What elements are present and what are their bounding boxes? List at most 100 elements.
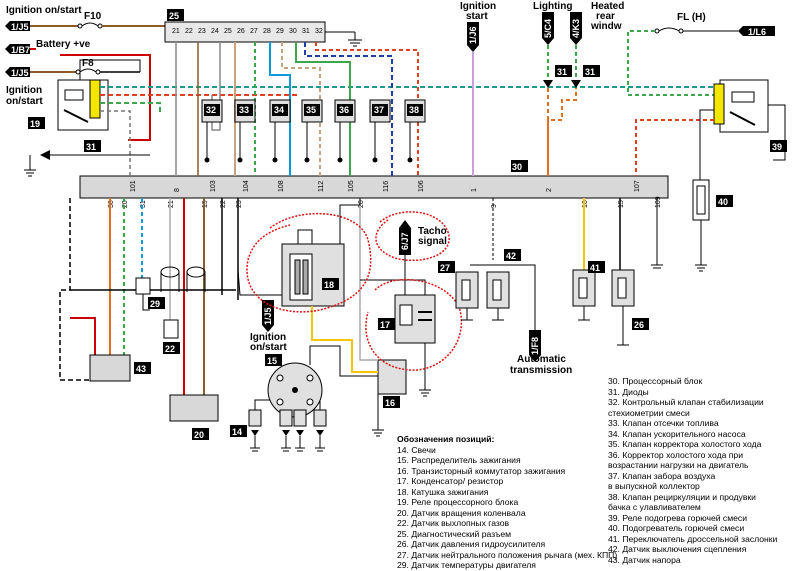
- lighting-label: Lighting: [533, 1, 572, 12]
- component-number: 30: [512, 162, 522, 172]
- component-number: 34: [274, 105, 284, 115]
- legend-item: бачка с улавливателем: [608, 502, 701, 512]
- ecu-pin-label: 21: [168, 200, 175, 208]
- component-badge: [407, 104, 423, 116]
- component-number: 37: [374, 105, 384, 115]
- automatic-label: transmission: [510, 365, 572, 376]
- pin-label: 32: [315, 28, 323, 35]
- component-number: 31: [86, 142, 96, 152]
- ecu-pin-label: 112: [318, 181, 325, 192]
- relay-connector: [89, 79, 101, 119]
- connector-arrow: [5, 67, 30, 77]
- component-number: 41: [590, 263, 600, 273]
- wire: [100, 110, 131, 176]
- fuse-terminal: [97, 23, 103, 29]
- component-badge: [237, 104, 253, 116]
- ecu-pin-label: 106: [418, 180, 425, 192]
- connector-label: 1/J5: [11, 22, 29, 32]
- legend-item: 33. Клапан отсечки топлива: [608, 418, 719, 428]
- component-number: 43: [136, 364, 146, 374]
- connector-label: 1/B7: [11, 45, 30, 55]
- legend-item: 19. Реле процессорного блока: [397, 497, 519, 507]
- fuse-f8: [79, 68, 97, 73]
- legend-item: 30. Процессорный блок: [608, 376, 703, 386]
- pin-label: 31: [302, 28, 310, 35]
- component-number: 39: [772, 142, 782, 152]
- pin-label: 22: [185, 28, 193, 35]
- heated-label: windw: [590, 21, 622, 32]
- legend-item: 32. Контрольный клапан стабилизации: [608, 397, 764, 407]
- ignition-label: Ignition on/start: [6, 5, 82, 16]
- connector-label: 1/J6: [468, 26, 478, 44]
- fuse-f10: [81, 22, 99, 27]
- pin-label: 23: [198, 28, 206, 35]
- tacho-label: signal: [418, 236, 447, 247]
- legend-item: 40. Подогреватель горючей смеси: [608, 523, 745, 533]
- component-number: 25: [169, 11, 179, 21]
- automatic-label: Automatic: [517, 354, 566, 365]
- legend-item: стехиометрии смеси: [608, 407, 690, 418]
- ecu-pin-label: 22: [220, 200, 227, 208]
- connector-label: 1/F8: [530, 337, 540, 355]
- legend-item: 36. Корректор холостого хода при: [608, 449, 744, 460]
- ecu-pin-label: 108: [278, 180, 285, 192]
- ecu-pin-label: 116: [383, 181, 390, 192]
- tacho-label: Tacho: [418, 226, 447, 237]
- component-number: 42: [506, 251, 516, 261]
- ecu-pin-label: 101: [130, 180, 137, 192]
- sensor-29: [135, 277, 151, 295]
- component-number: 33: [239, 105, 249, 115]
- legend-item: 17. Конденсатор/ резистор: [397, 476, 504, 486]
- spark-plug: [313, 409, 327, 427]
- red-annotation: [246, 212, 372, 313]
- component-number: 16: [385, 398, 395, 408]
- component-number: 38: [409, 105, 419, 115]
- relay-39: [719, 79, 769, 133]
- pin-label: 29: [276, 28, 284, 35]
- component-number: 40: [718, 197, 728, 207]
- ecu-pin-label: 103: [210, 180, 217, 192]
- spark-plug: [279, 409, 293, 427]
- legend-item: 16. Транзисторный коммутатор зажигания: [397, 465, 566, 476]
- heated-label: Heated: [591, 1, 624, 12]
- legend-item: 14. Свечи: [397, 444, 436, 455]
- component-number: 19: [30, 119, 40, 129]
- ignition-label: Ignition: [6, 85, 42, 96]
- component-number: 20: [194, 430, 204, 440]
- component-badge: [272, 104, 288, 116]
- legend-item: 15. Распределитель зажигания: [397, 455, 521, 465]
- sensor-20: [169, 394, 219, 422]
- connector-arrow: [5, 21, 30, 31]
- component-number: 15: [267, 356, 277, 366]
- ignition-module-16: [377, 359, 407, 395]
- legend-item: 42. Датчик выключения сцепления: [608, 544, 747, 554]
- pin-label: 30: [289, 28, 297, 35]
- ecu-pin-label: 31: [140, 200, 147, 208]
- legend-item: 43. Датчик напора: [608, 554, 681, 565]
- ecu-pin-label: 8: [174, 188, 181, 192]
- legend-item: 39. Реле подогрева горючей смеси: [608, 512, 748, 523]
- sensor-22: [163, 319, 179, 339]
- legend-item: 38. Клапан рециркуляции и продувки: [608, 491, 756, 502]
- connector-arrow: [5, 44, 30, 54]
- connector-label: 1/J5: [11, 68, 29, 78]
- component-number: 22: [165, 344, 175, 354]
- ignition-label: on/start: [250, 342, 287, 353]
- ecu-pin-label: 109: [655, 196, 662, 208]
- connector-label: 1/J5: [263, 307, 273, 325]
- fuse-terminal: [77, 23, 83, 29]
- spark-plug: [248, 409, 262, 427]
- legend-item: 37. Клапан забора воздуха: [608, 470, 716, 481]
- fuse-label: F10: [84, 11, 102, 22]
- sensor-43: [89, 354, 131, 382]
- ecu-pin-label: 9: [491, 204, 498, 208]
- ecu-pin-label: 23: [236, 200, 243, 208]
- pin-label: 28: [263, 28, 271, 35]
- component-number: 32: [206, 105, 216, 115]
- legend-item: 22. Датчик выхлопных газов: [397, 518, 510, 528]
- ecu-pin-label: 107: [634, 180, 641, 192]
- red-annotation: [375, 211, 450, 262]
